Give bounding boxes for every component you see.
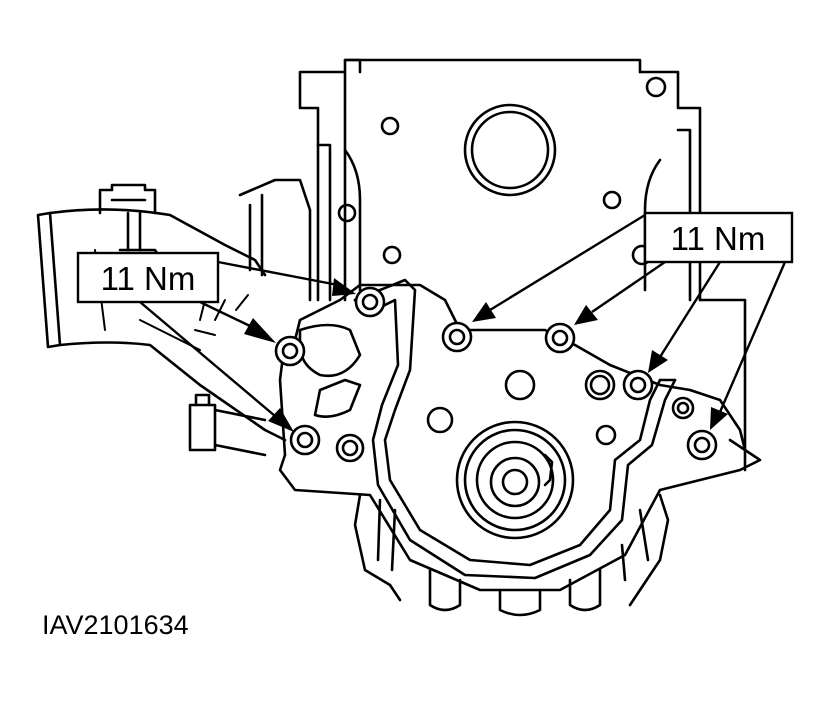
bolt-3 <box>289 424 321 456</box>
bolt-2 <box>274 335 306 367</box>
bolt-4 <box>441 321 473 353</box>
oil-pump-body <box>278 278 762 592</box>
left-torque-callout: 11 Nm <box>76 251 356 432</box>
bolt-6 <box>622 369 654 401</box>
bolt-1 <box>354 286 386 318</box>
water-pump-housing <box>36 178 312 457</box>
figure-reference: IAV2101634 <box>42 610 189 640</box>
bolt-5 <box>544 322 576 354</box>
bolt-7 <box>686 429 718 461</box>
right-torque-label: 11 Nm <box>671 220 766 257</box>
oil-pan <box>353 493 670 617</box>
left-torque-label: 11 Nm <box>101 260 196 297</box>
engine-block <box>298 58 747 472</box>
bolts <box>274 286 718 461</box>
right-torque-callout: 11 Nm <box>472 211 794 430</box>
